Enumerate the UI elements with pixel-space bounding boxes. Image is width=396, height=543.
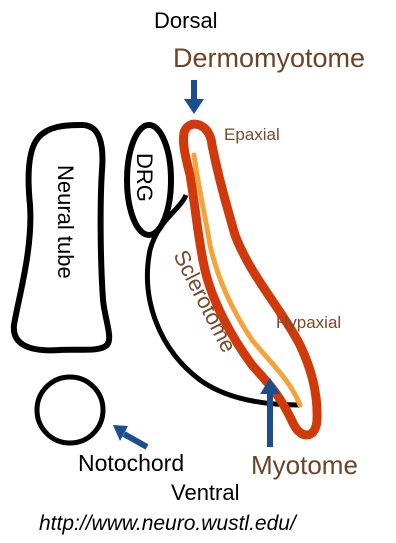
source-url: http://www.neuro.wustl.edu/ — [39, 512, 298, 535]
notochord-arrow — [113, 425, 147, 447]
hypaxial-label: Hypaxial — [276, 313, 341, 332]
dermomyotome-arrow — [184, 80, 204, 114]
drg-label: DRG — [132, 153, 157, 202]
dorsal-label: Dorsal — [154, 8, 218, 33]
notochord-outline — [37, 377, 103, 443]
dermomyotome-label: Dermomyotome — [173, 43, 365, 73]
myotome-label: Myotome — [251, 450, 358, 480]
neural-tube-label: Neural tube — [53, 165, 78, 279]
ventral-label: Ventral — [171, 480, 240, 505]
epaxial-label: Epaxial — [224, 125, 280, 144]
notochord-label: Notochord — [78, 450, 184, 476]
